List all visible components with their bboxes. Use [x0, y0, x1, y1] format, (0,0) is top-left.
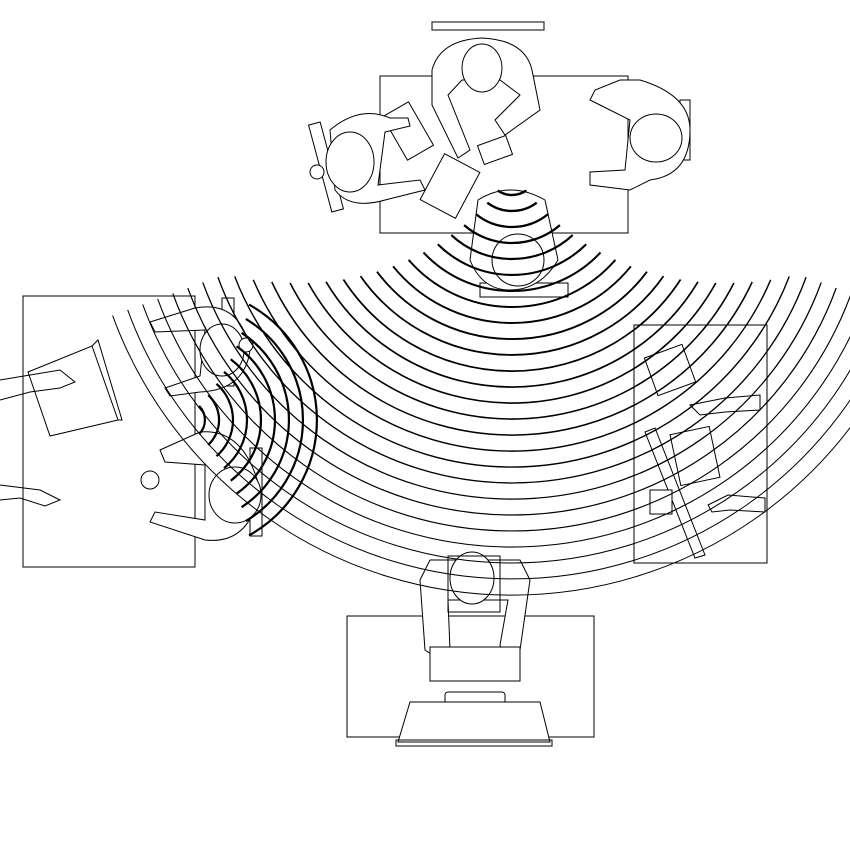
arm-hand [0, 484, 62, 507]
sound-wave-arc [342, 279, 682, 372]
phone [476, 134, 514, 166]
sound-wave-arc [325, 281, 699, 388]
left-desk-group [0, 295, 263, 568]
monitor-base [395, 739, 553, 747]
sound-wave-arc [475, 213, 549, 229]
sound-wave-arc [407, 259, 617, 308]
arm-hand [0, 369, 76, 401]
sound-wave-arc [486, 201, 538, 213]
sound-wave-arc [437, 243, 587, 276]
sound-wave-arc [463, 224, 561, 245]
sound-wave-arc [202, 282, 822, 500]
sound-wave-arc [217, 276, 807, 484]
paper-sheet [419, 152, 481, 220]
sound-wave-arc [112, 315, 850, 596]
top-meeting-group [307, 21, 691, 298]
sound-wave-arc [271, 281, 753, 436]
sound-wave-arc [157, 298, 850, 548]
sound-wave-arc [207, 394, 221, 446]
person-top-left-seated [307, 113, 426, 213]
top-chair-back [431, 21, 545, 31]
sound-wave-arc [172, 293, 850, 532]
sound-wave-arc [359, 275, 665, 356]
monitor [644, 427, 706, 559]
paper-sheet [381, 101, 435, 161]
sound-waves-left [198, 303, 319, 537]
monitor [397, 701, 551, 743]
right-desk-group [633, 324, 768, 564]
sound-wave-arc [235, 345, 277, 495]
person-top-standing [431, 37, 541, 159]
sound-wave-arc [230, 358, 263, 482]
sound-wave-arc [248, 303, 319, 537]
cup [140, 470, 160, 490]
sound-wave-arc [376, 271, 648, 340]
sound-wave-arc [127, 309, 850, 580]
person-top-right-seated [589, 79, 691, 191]
sound-wave-arc [240, 331, 290, 509]
sound-wave-arc [198, 405, 206, 435]
document [669, 425, 721, 487]
sound-wave-arc [450, 234, 574, 261]
keyboard [429, 646, 521, 682]
sound-wave-arc [187, 287, 837, 516]
sound-wave-arc [142, 304, 850, 564]
sound-wave-arc [215, 382, 235, 458]
person-bottom-seated [419, 551, 531, 661]
sound-wave-arc [422, 251, 602, 293]
sound-wave-arc [392, 265, 632, 324]
sound-wave-arc [289, 282, 735, 420]
sound-wave-arc [307, 282, 717, 404]
bottom-desk-group [346, 551, 595, 747]
sound-waves-top [112, 189, 850, 596]
sound-wave-arc [252, 279, 772, 452]
laptop [27, 339, 123, 437]
sound-wave-arc [497, 189, 527, 197]
sound-wave-arc [223, 370, 249, 470]
sound-wave-arc [245, 317, 304, 523]
